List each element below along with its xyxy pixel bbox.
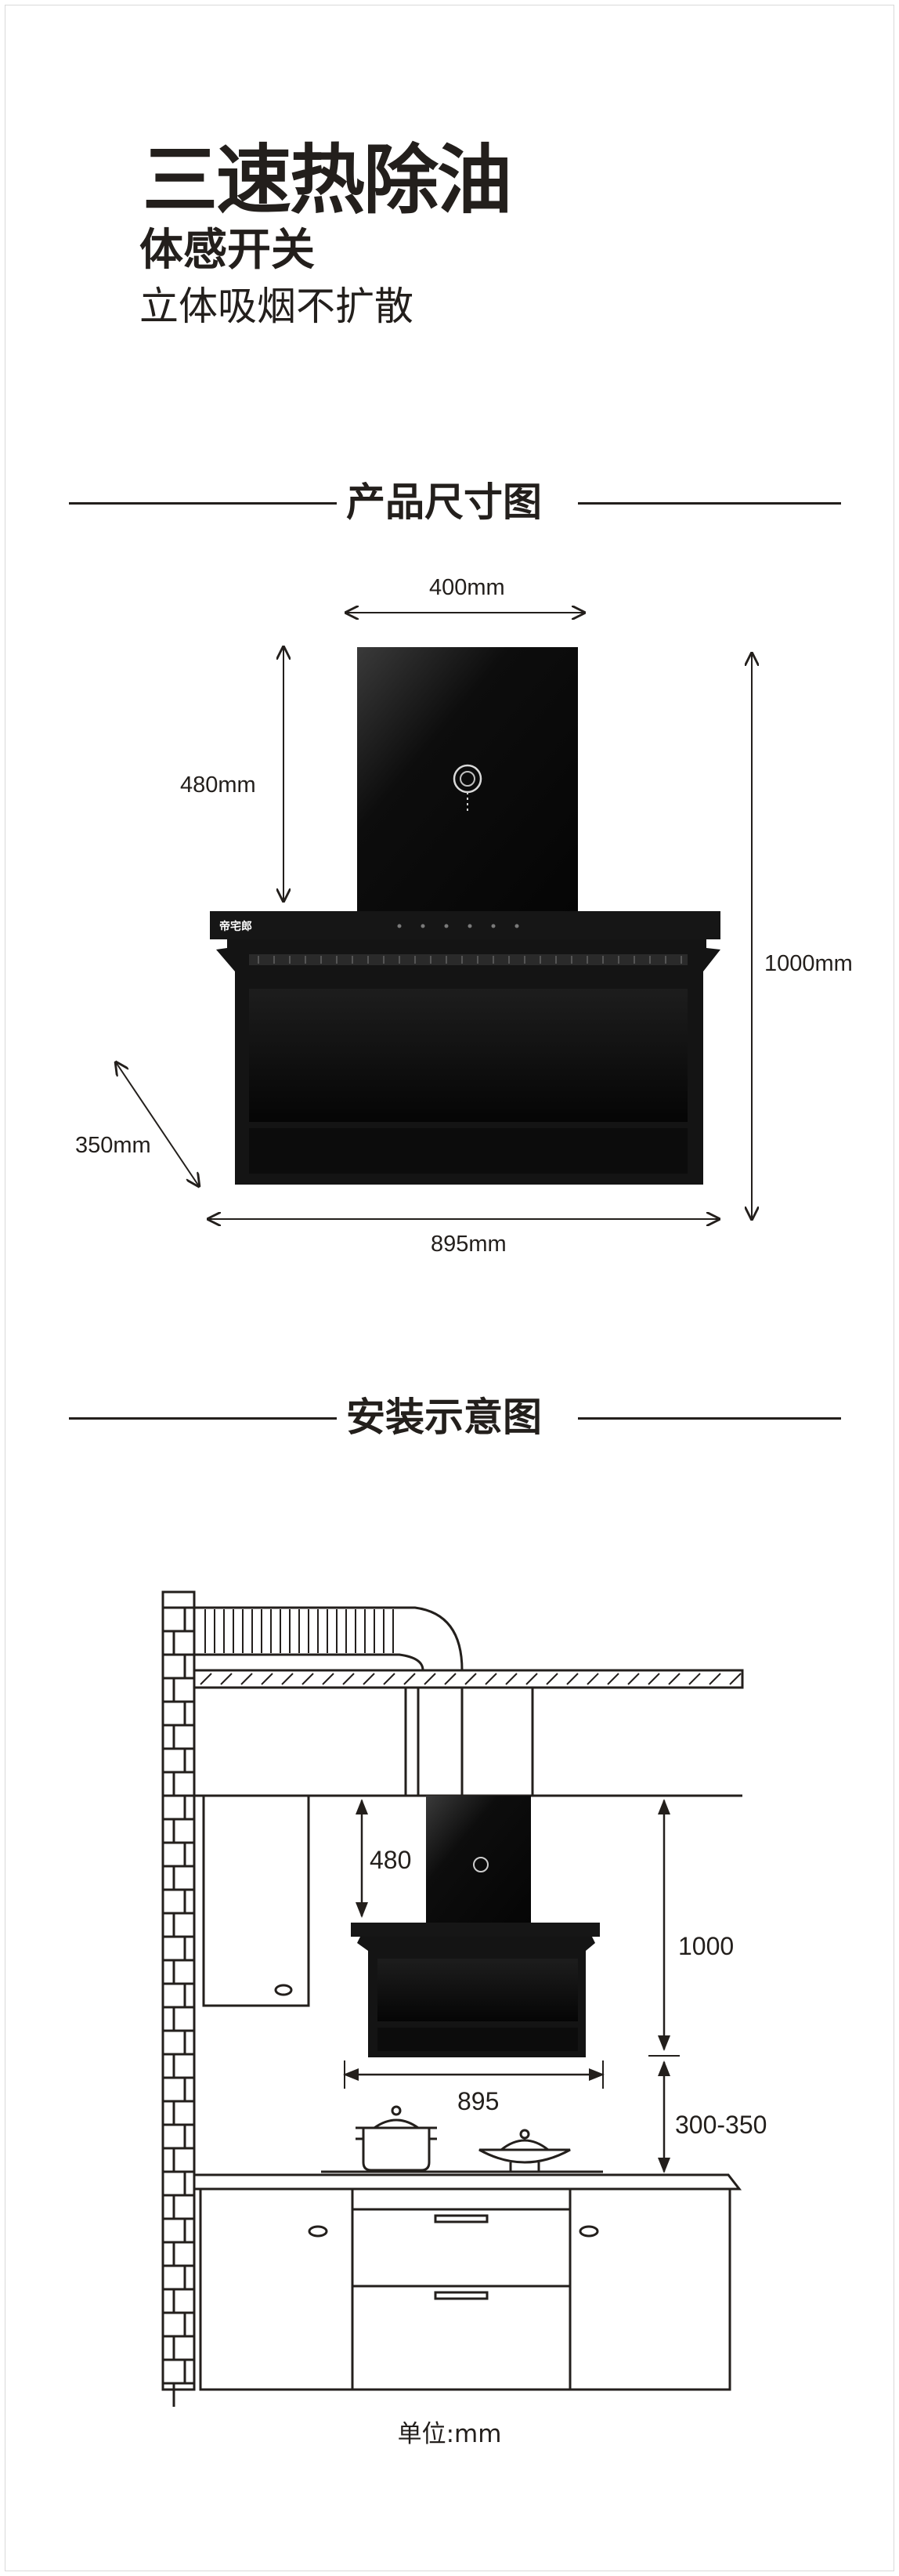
hood-lower-cavity bbox=[249, 1128, 688, 1174]
slab-hatch-line bbox=[587, 1673, 599, 1685]
pot-icon bbox=[356, 2105, 437, 2172]
slab-hatch-line bbox=[240, 1673, 253, 1685]
wall-cabinet bbox=[202, 1796, 310, 2007]
slab-hatch-line bbox=[546, 1673, 558, 1685]
slab-hatch-line bbox=[525, 1673, 538, 1685]
slab-hatch-line bbox=[403, 1673, 416, 1685]
brick-wall bbox=[161, 1590, 196, 2407]
kitchen-counter bbox=[194, 2170, 742, 2391]
slab-hatch-line bbox=[342, 1673, 355, 1685]
chimney-glass-panel bbox=[357, 647, 578, 912]
inst-chimney-label: 480 bbox=[370, 1846, 412, 1874]
dim-depth-label: 350mm bbox=[75, 1133, 151, 1158]
slab-hatch-line bbox=[464, 1673, 477, 1685]
slab-hatch-line bbox=[627, 1673, 640, 1685]
mini-control-panel bbox=[351, 1923, 600, 1937]
slab-hatch-line bbox=[261, 1673, 273, 1685]
slab-hatch-line bbox=[200, 1673, 212, 1685]
dim-chimney-height-label: 480mm bbox=[180, 772, 256, 798]
pan-icon bbox=[478, 2129, 571, 2172]
intake-grille bbox=[249, 954, 688, 965]
slab-hatch-line bbox=[505, 1673, 518, 1685]
slab-hatch-line bbox=[281, 1673, 294, 1685]
dim-width-top-label: 400mm bbox=[429, 575, 505, 600]
control-indicators bbox=[397, 924, 519, 928]
logo-emblem-icon bbox=[453, 764, 482, 813]
inst-width-label: 895 bbox=[457, 2087, 500, 2115]
mini-hood-lower bbox=[377, 2028, 578, 2051]
page-frame bbox=[5, 5, 894, 2571]
slab-hatch-line bbox=[729, 1673, 742, 1685]
installation-title: 安装示意图 bbox=[346, 1395, 542, 1440]
mini-logo-icon bbox=[473, 1857, 489, 1872]
inst-total-label: 1000 bbox=[678, 1932, 735, 1960]
slab-hatch-line bbox=[485, 1673, 497, 1685]
dim-total-height-label: 1000mm bbox=[764, 951, 853, 976]
slab-hatch-line bbox=[444, 1673, 457, 1685]
dim-arrow-depth bbox=[116, 1062, 199, 1186]
slab-hatch-line bbox=[688, 1673, 701, 1685]
unit-label: 单位:mm bbox=[397, 2420, 502, 2448]
tagline: 立体吸烟不扩散 bbox=[139, 284, 413, 329]
dimensions-title: 产品尺寸图 bbox=[346, 479, 542, 525]
section-rule-right bbox=[578, 502, 841, 505]
exhaust-duct bbox=[194, 1606, 534, 1796]
ceiling-slab bbox=[193, 1669, 744, 1689]
slab-hatch-line bbox=[709, 1673, 721, 1685]
section-rule-right-2 bbox=[578, 1417, 841, 1420]
inst-clearance-label: 300-350 bbox=[675, 2111, 767, 2139]
headline: 三速热除油 bbox=[143, 136, 512, 224]
slab-hatch-line bbox=[566, 1673, 579, 1685]
slab-hatch-line bbox=[301, 1673, 314, 1685]
slab-hatch-line bbox=[668, 1673, 681, 1685]
subhead: 体感开关 bbox=[139, 225, 315, 276]
slab-hatch-line bbox=[607, 1673, 619, 1685]
slab-hatch-line bbox=[648, 1673, 660, 1685]
slab-hatch-line bbox=[363, 1673, 375, 1685]
hood-front-cavity bbox=[249, 989, 688, 1122]
dim-width-bottom-label: 895mm bbox=[431, 1232, 507, 1257]
mini-hood-cavity bbox=[377, 1959, 578, 2021]
slab-hatch-line bbox=[220, 1673, 233, 1685]
section-rule-left bbox=[69, 502, 337, 505]
section-rule-left-2 bbox=[69, 1417, 337, 1420]
grille-slots bbox=[258, 956, 682, 964]
slab-hatch-line bbox=[424, 1673, 436, 1685]
mini-hood-glass bbox=[426, 1796, 531, 1923]
brand-mark: 帝宅郎 bbox=[219, 920, 252, 933]
slab-hatch-line bbox=[322, 1673, 334, 1685]
control-panel bbox=[210, 911, 720, 939]
slab-hatch-line bbox=[383, 1673, 395, 1685]
